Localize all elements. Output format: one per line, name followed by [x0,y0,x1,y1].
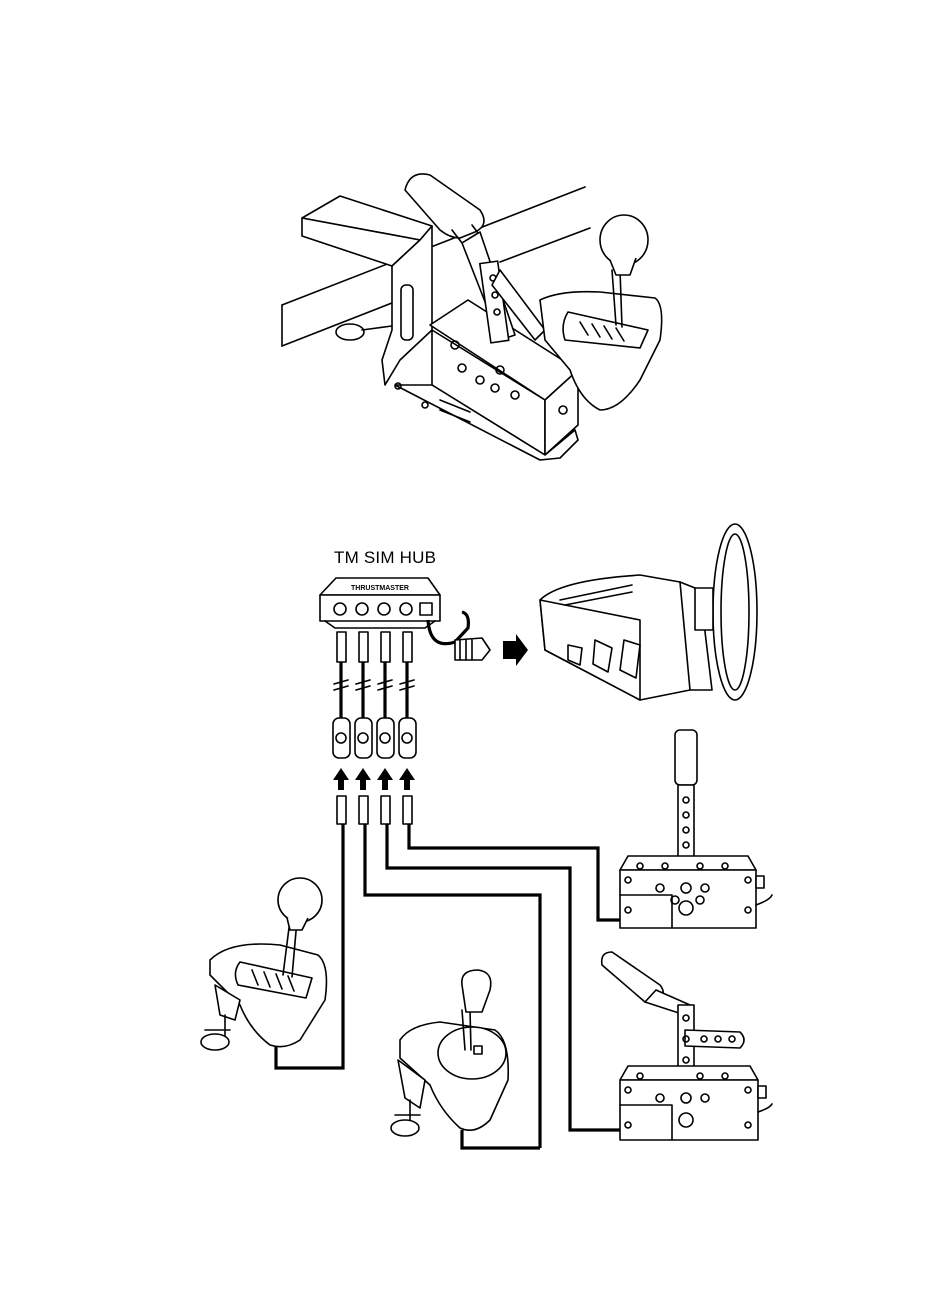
arrow-up-icon [377,768,393,790]
cable-connectors [333,632,416,824]
hub-brand-text: THRUSTMASTER [351,585,409,592]
clamped-assembly-illustration [282,174,662,460]
handbrake-icon [620,730,772,928]
lever-knob-icon [462,970,491,1012]
sequential-shifter-icon [391,970,540,1148]
shifter-knob-icon [600,215,648,265]
clamp-knob-icon [336,324,364,340]
arrow-right-icon [503,634,528,666]
sequential-lever-icon [602,952,772,1140]
hub-icon: THRUSTMASTER [320,578,440,628]
arrow-up-icon [399,768,415,790]
wheel-base-icon [540,524,757,700]
arrow-up-icon [355,768,371,790]
h-shifter-icon [201,878,326,1050]
knob-icon [278,878,322,922]
arrow-up-icon [333,768,349,790]
